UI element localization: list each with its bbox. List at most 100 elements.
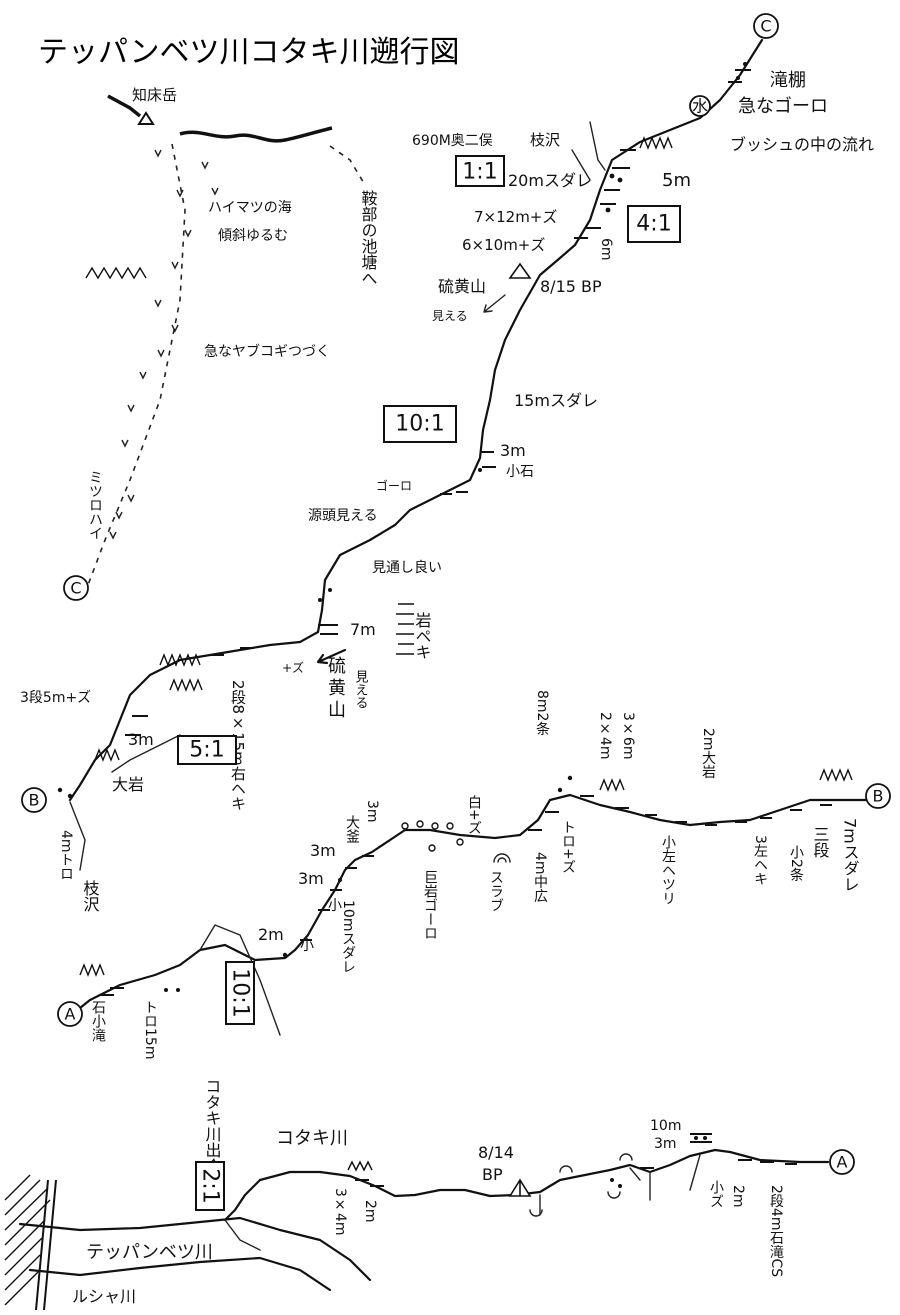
falls-6m-label: 6m — [598, 238, 614, 261]
haimatsu-label: ハイマツの海 — [208, 200, 292, 216]
svg-text:C: C — [70, 579, 81, 598]
falls-2m-label: 2m — [362, 1200, 378, 1223]
toro-z-label: トロ+ズ — [560, 820, 576, 874]
falls-10m-sudare-label: 10mスダレ — [340, 900, 356, 973]
branch-stream-2 — [571, 149, 591, 181]
cliff-upper — [94, 136, 673, 762]
ratio-box-6: 2:1 — [195, 1161, 225, 1211]
svg-text:10:1: 10:1 — [395, 412, 444, 437]
ko-hidari-label: 小左ヘツリ — [660, 835, 676, 905]
main-ridge — [179, 126, 333, 143]
marker-c-lower: C — [63, 575, 89, 601]
slope-label: 傾斜ゆるむ — [218, 228, 288, 244]
descent-route — [87, 143, 186, 586]
upper-stream: C 滝棚 急なゴーロ 水 ブッシュの中の流れ 690M奥二俣 枝沢 20mスダレ… — [20, 13, 874, 912]
rock-wall — [396, 603, 414, 655]
taki-tana-label: 滝棚 — [770, 70, 806, 91]
taigen-label: 大釜 — [344, 815, 360, 843]
sea-hatch — [4, 1174, 57, 1311]
marker-a-left: A — [57, 1001, 83, 1027]
falls-marks-upper — [57, 62, 751, 799]
falls-3m-a-label: 3m — [364, 800, 380, 823]
teppanbetsu-bank — [28, 1256, 332, 1292]
hidari-heki-label: 3左ヘキ — [752, 835, 768, 886]
teppanbetsu-river — [18, 1216, 372, 1282]
mieru-label-2: 見える — [353, 670, 369, 709]
bush-label: ブッシュの中の流れ — [730, 135, 874, 154]
branch-label: 枝沢 — [530, 131, 560, 149]
ratio-box-2: 4:1 — [627, 205, 681, 243]
pond-route — [329, 145, 366, 186]
falls-2m-oiwa-label: 2m大岩 — [700, 728, 716, 779]
branch-b-stream-2 — [69, 801, 86, 871]
branch-b-stream — [111, 734, 181, 773]
middle-stream: B 8m2条 3×6m 2×4m 2m大岩 7mスダレ 三段 小2条 3左ヘキ … — [57, 690, 891, 1059]
peak-triangle-icon — [137, 111, 155, 125]
fork-label: 690M奥二俣 — [412, 132, 493, 149]
falls-3m-b-label: 3m — [310, 841, 336, 860]
valley-wall — [224, 1219, 261, 1251]
ko-z-label: 小ズ — [708, 1180, 724, 1208]
falls-7x12-label: 7×12m+ズ — [474, 208, 557, 226]
falls-toro15-label: トロ15m — [142, 1000, 158, 1059]
svg-text:2:1: 2:1 — [198, 1168, 223, 1203]
svg-text:1:1: 1:1 — [462, 160, 497, 185]
map-title: テッパンベツ川コタキ川遡行図 — [38, 35, 460, 70]
descent-arrows — [109, 149, 219, 540]
tent-icon — [508, 1178, 532, 1197]
ratio-box-3: 10:1 — [383, 405, 457, 443]
slab-mark — [493, 853, 511, 863]
svg-text:水: 水 — [692, 97, 708, 116]
cliff-lower — [347, 1160, 373, 1172]
svg-text:4:1: 4:1 — [636, 212, 671, 237]
miharashi-label: 見通し良い — [372, 560, 442, 576]
branch-stream — [589, 121, 606, 171]
iozan-label-2c: 山 — [328, 700, 346, 721]
iozan-label-2b: 黄 — [328, 678, 346, 699]
shiro-z-label: 白+ズ — [466, 795, 482, 835]
svg-text:B: B — [29, 791, 40, 810]
falls-4m-naka-label: 4m中広 — [532, 852, 548, 903]
falls-3x6-label: 3×6m — [620, 712, 636, 759]
peak-area: 知床岳 鞍部の池塘へ ハイマツの海 傾斜ゆるむ 急なヤブコギつづく ミツロハイ … — [63, 86, 378, 601]
plus-z-label: +ズ — [282, 660, 304, 675]
peak-label: 知床岳 — [132, 86, 177, 104]
marker-b-right: B — [865, 783, 891, 809]
koishi-label: 小石 — [506, 464, 534, 480]
branch-b-label: 枝沢 — [81, 880, 100, 912]
falls-15m-label: 15mスダレ — [514, 391, 598, 410]
sight-arrow-1 — [483, 294, 506, 313]
marker-b-left: B — [21, 787, 47, 813]
rusha-label: ルシャ川 — [72, 1287, 136, 1306]
lower-stream: A コタキ川出合 コタキ川 テッパンベツ川 ルシャ川 8/14 BP 3×4m … — [4, 1078, 855, 1311]
falls-marks-lower — [355, 1133, 797, 1188]
teppanbetsu-label: テッパンベツ川 — [86, 1242, 213, 1263]
falls-8m-label: 8m2条 — [534, 690, 550, 736]
bivouac-815-label: 8/15 BP — [540, 277, 602, 296]
falls-3m-c-label: 3m — [298, 869, 324, 888]
pond-label: 鞍部の池塘へ — [359, 190, 378, 286]
kyogan-label: 巨岩ゴーロ — [422, 870, 438, 940]
ratio-box-5: 10:1 — [225, 961, 255, 1025]
svg-text:A: A — [837, 1153, 848, 1172]
falls-5m-label: 5m — [662, 170, 691, 191]
ko-2jo-label: 小2条 — [788, 845, 804, 882]
toro-4m-label: 4mトロ — [58, 830, 74, 881]
ko2-label: 小 — [300, 938, 314, 954]
falls-3m-a-label: 3m — [500, 441, 526, 460]
falls-6x10-label: 6×10m+ズ — [462, 236, 545, 254]
falls-10m-label: 10m — [650, 1118, 681, 1134]
genryu-label: 源頭見える — [308, 508, 378, 524]
cliff-middle — [79, 768, 853, 977]
falls-3m-b-label: 3m — [128, 730, 154, 749]
sanpo-label: 三段 — [811, 826, 830, 858]
falls-3m-label: 3m — [654, 1136, 677, 1152]
bivouac-814-b-label: BP — [482, 1165, 503, 1184]
iozan-triangle-icon — [508, 262, 532, 279]
svg-text:B: B — [873, 787, 884, 806]
falls-3dan-label: 3段5m+ズ — [20, 690, 91, 706]
iozan-label-2a: 硫 — [328, 656, 346, 677]
slab-label: スラブ — [488, 870, 504, 912]
falls-2x4-label: 2×4m — [597, 712, 613, 759]
